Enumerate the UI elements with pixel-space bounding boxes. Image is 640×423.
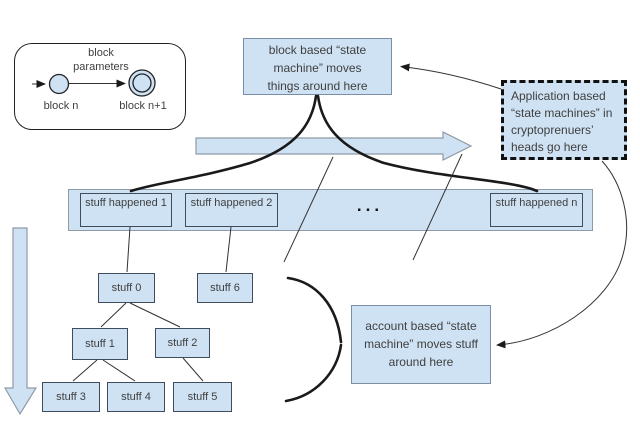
tree-edge-0-2 bbox=[129, 302, 181, 328]
ledger-item-text: stuff bbox=[85, 197, 106, 209]
tree-edge-2-5 bbox=[182, 357, 204, 382]
block-state-machine-note: block based “state machine” moves things… bbox=[243, 38, 392, 95]
ledger-item-stuff-happened-1: stuff happened 1 bbox=[80, 193, 172, 227]
timeline-arrow-down-icon bbox=[3, 227, 38, 416]
note-line: machine” moves bbox=[273, 61, 362, 75]
note-line: “state machines” in bbox=[511, 106, 613, 120]
account-state-machine-note: account based “state machine” moves stuf… bbox=[351, 305, 491, 384]
tree-brace-bottom bbox=[284, 343, 343, 403]
connector-happened1-stuff0 bbox=[126, 226, 131, 273]
tree-brace-top bbox=[286, 276, 343, 344]
tree-node-stuff-0: stuff 0 bbox=[98, 273, 155, 303]
ledger-item-text: happened 2 bbox=[214, 197, 273, 209]
tree-edge-0-1 bbox=[100, 302, 127, 328]
note-line: Application based bbox=[511, 89, 606, 103]
ledger-item-text: stuff bbox=[495, 197, 517, 209]
note-line: block based “state bbox=[268, 43, 367, 57]
note-line: machine” moves stuff bbox=[364, 337, 478, 351]
tree-node-stuff-3: stuff 3 bbox=[42, 382, 100, 412]
ledger-item-stuff-happened-n: stuff happened n bbox=[490, 193, 583, 227]
tree-node-stuff-1: stuff 1 bbox=[72, 328, 128, 360]
ledger-item-text: stuff bbox=[190, 197, 212, 209]
note-line: heads go here bbox=[511, 140, 588, 154]
legend-label-block-n: block n bbox=[43, 100, 79, 112]
tree-node-stuff-6: stuff 6 bbox=[197, 273, 253, 303]
application-state-machines-note: Application based “state machines” in cr… bbox=[501, 80, 627, 160]
legend-label-block-n1: block n+1 bbox=[119, 100, 167, 112]
tree-node-stuff-2: stuff 2 bbox=[155, 328, 210, 358]
ledger-ellipsis: ... bbox=[356, 196, 384, 215]
ledger-item-stuff-happened-2: stuff happened 2 bbox=[185, 193, 278, 227]
note-line: around here bbox=[388, 355, 454, 369]
timeline-arrow-right-icon bbox=[195, 131, 473, 161]
legend-title: block parameters bbox=[73, 47, 129, 73]
note-line: account based “state bbox=[365, 319, 477, 333]
ledger-item-text: happened 1 bbox=[108, 197, 167, 209]
ledger-item-text: happened n bbox=[519, 197, 578, 209]
tree-edge-1-3 bbox=[72, 359, 98, 382]
note-line: cryptoprenuers’ bbox=[511, 123, 594, 137]
app-to-block-arrow bbox=[400, 63, 502, 90]
connector-happened2-stuff6 bbox=[225, 226, 232, 273]
tree-node-stuff-4: stuff 4 bbox=[107, 382, 165, 412]
tree-node-stuff-5: stuff 5 bbox=[173, 382, 232, 412]
tree-edge-1-4 bbox=[102, 359, 136, 382]
note-line: things around here bbox=[267, 79, 368, 93]
